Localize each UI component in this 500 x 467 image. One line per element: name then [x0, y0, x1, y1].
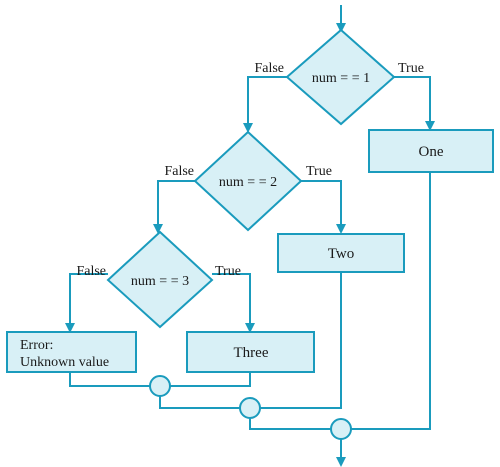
- d2-true-connector: [301, 180, 346, 234]
- junction1-to-junction2: [159, 396, 240, 409]
- decision-diamond-3: [106, 230, 214, 329]
- process-box-one: [368, 129, 494, 173]
- process-box-three: [186, 331, 315, 373]
- three-to-junction1: [170, 372, 251, 387]
- d1-true-connector: [394, 76, 435, 131]
- error-to-junction1: [69, 372, 150, 387]
- one-to-junction3: [351, 172, 431, 430]
- decision-3-condition: num = = 3: [131, 274, 189, 289]
- d2-false-connector: [153, 180, 195, 234]
- decision-2-true-label: True: [306, 164, 332, 179]
- process-two-label: Two: [328, 246, 354, 262]
- process-box-error: [6, 331, 137, 373]
- decision-2-condition: num = = 2: [219, 175, 277, 190]
- junction2-to-junction3: [249, 418, 331, 430]
- process-error-label-line2: Unknown value: [20, 355, 109, 370]
- d1-false-connector: [243, 76, 287, 133]
- decision-diamond-1: [285, 28, 396, 126]
- decision-2-false-label: False: [164, 164, 194, 179]
- decision-1-true-label: True: [398, 61, 424, 76]
- decision-1-condition: num = = 1: [312, 71, 370, 86]
- decision-3-true-label: True: [215, 264, 241, 279]
- two-to-junction2: [260, 272, 342, 409]
- decision-diamond-2: [193, 130, 303, 232]
- junction-circle-3: [330, 418, 352, 440]
- process-three-label: Three: [234, 345, 269, 361]
- process-box-two: [277, 233, 405, 273]
- junction-circle-1: [149, 375, 171, 397]
- process-error-label-line1: Error:: [20, 338, 53, 353]
- d3-true-connector: [212, 273, 255, 333]
- decision-1-false-label: False: [254, 61, 284, 76]
- d3-false-connector: [65, 273, 108, 333]
- process-one-label: One: [419, 144, 444, 160]
- junction-circle-2: [239, 397, 261, 419]
- decision-3-false-label: False: [76, 264, 106, 279]
